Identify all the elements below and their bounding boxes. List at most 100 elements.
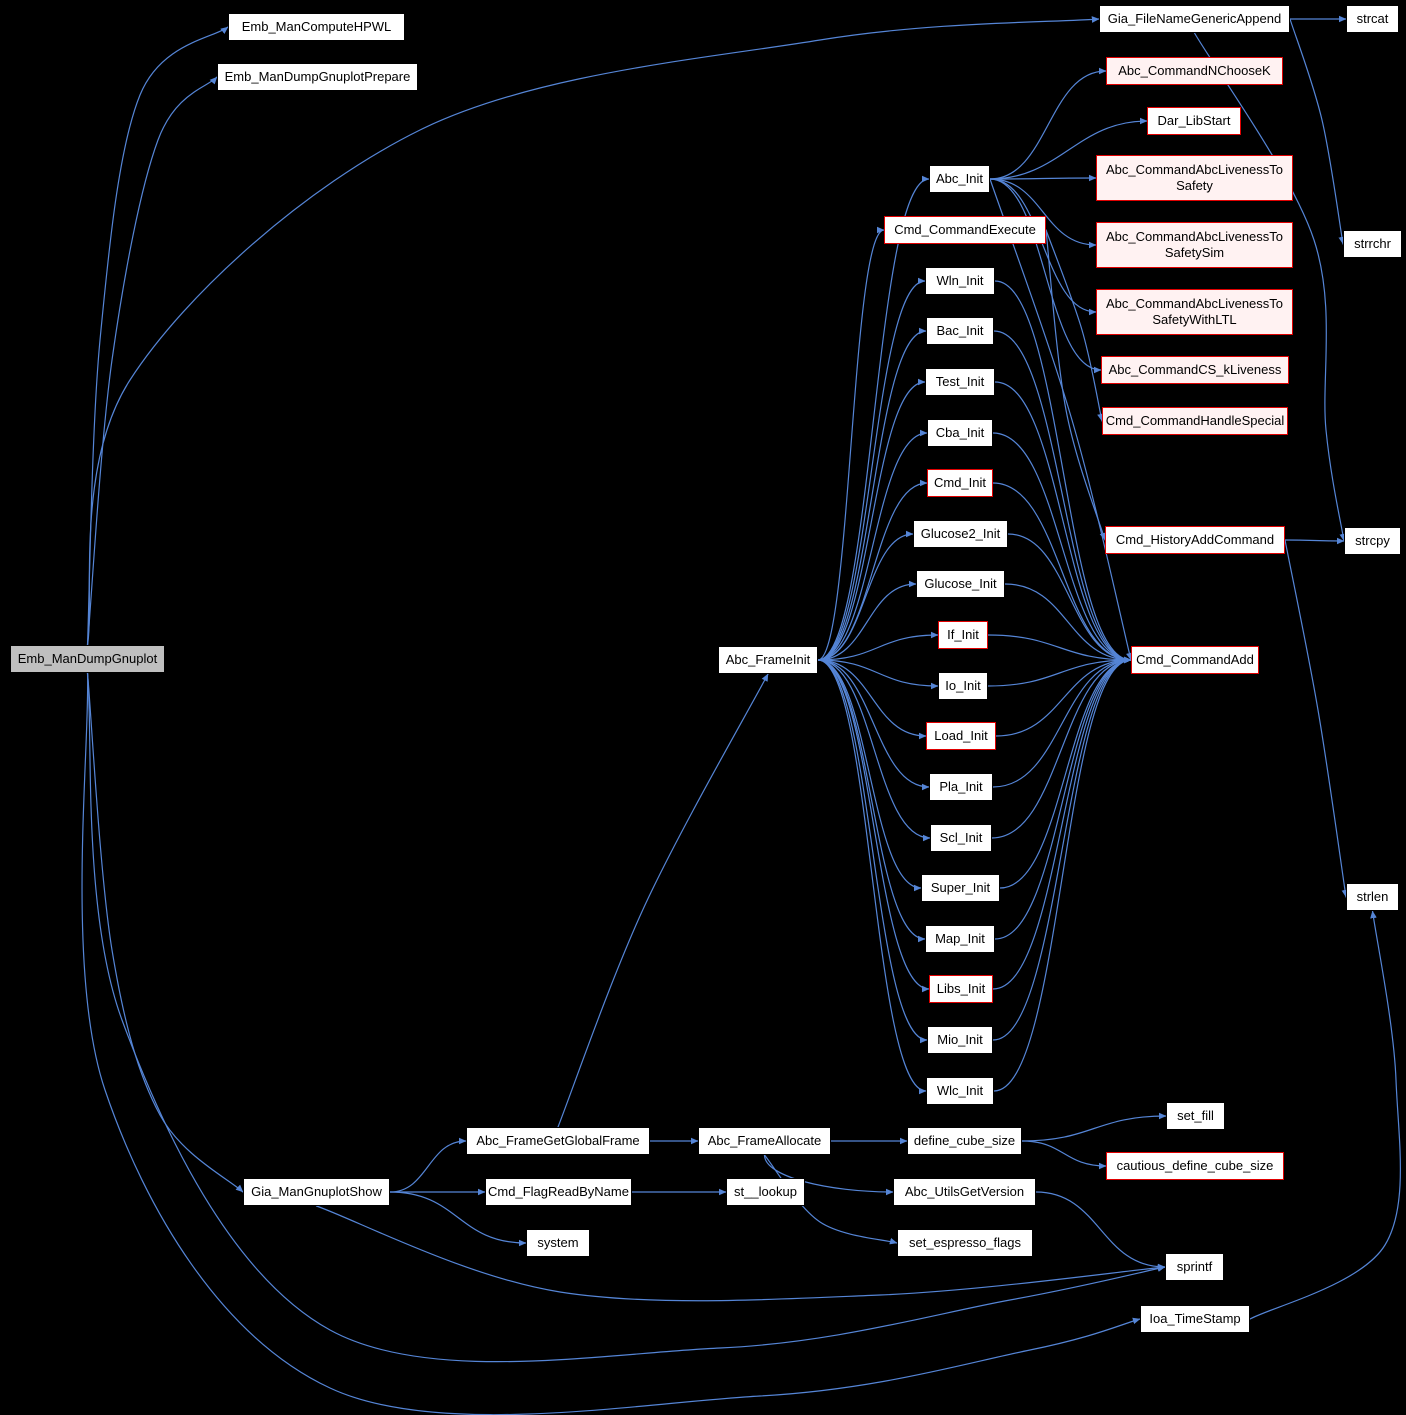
graph-node-Cmd_Init[interactable]: Cmd_Init xyxy=(927,469,993,497)
edge-Abc_FrameInit--Mio_Init xyxy=(817,659,928,1044)
edge-Abc_FrameInit--Glucose2_Init xyxy=(817,530,914,661)
graph-node-Glucose_Init[interactable]: Glucose_Init xyxy=(916,570,1005,598)
edge-Abc_FrameInit--Test_Init xyxy=(817,378,926,661)
graph-node-Abc_FrameAllocate[interactable]: Abc_FrameAllocate xyxy=(698,1127,831,1155)
edge-Cmd_HistoryAddCommand--strlen xyxy=(1284,539,1349,898)
graph-node-sprintf[interactable]: sprintf xyxy=(1165,1253,1224,1281)
graph-node-Load_Init[interactable]: Load_Init xyxy=(926,722,996,750)
edge-Super_Init--Cmd_CommandAdd xyxy=(999,656,1132,889)
edge-Abc_FrameAllocate--set_espresso_flags xyxy=(763,1154,898,1245)
graph-node-Ioa_TimeStamp[interactable]: Ioa_TimeStamp xyxy=(1140,1305,1250,1333)
edge-Cba_Init--Cmd_CommandAdd xyxy=(992,432,1132,664)
graph-node-Io_Init[interactable]: Io_Init xyxy=(938,672,988,700)
edge-Load_Init--Cmd_CommandAdd xyxy=(995,656,1132,737)
graph-node-Cmd_FlagReadByName[interactable]: Cmd_FlagReadByName xyxy=(485,1178,632,1206)
graph-node-Abc_UtilsGetVersion[interactable]: Abc_UtilsGetVersion xyxy=(893,1178,1036,1206)
graph-node-label: Abc_CommandAbcLivenessTo Safety xyxy=(1105,161,1284,193)
graph-node-Cba_Init[interactable]: Cba_Init xyxy=(927,419,993,447)
edge-Abc_FrameGetGlobalFrame--Abc_FrameInit xyxy=(557,673,769,1128)
graph-node-label: Gia_FileNameGenericAppend xyxy=(1107,10,1282,26)
edge-Abc_Init--Abc_CommandCS_kLiveness xyxy=(989,178,1102,374)
graph-node-define_cube_size[interactable]: define_cube_size xyxy=(907,1127,1022,1155)
graph-node-Scl_Init[interactable]: Scl_Init xyxy=(930,824,992,852)
graph-node-Emb_ManDumpGnuplot[interactable]: Emb_ManDumpGnuplot xyxy=(10,645,165,673)
edge-Emb_ManDumpGnuplot--Gia_ManGnuplotShow xyxy=(86,672,244,1193)
graph-node-Bac_Init[interactable]: Bac_Init xyxy=(926,317,994,345)
edge-Abc_FrameInit--Pla_Init xyxy=(817,659,930,791)
graph-node-label: Gia_ManGnuplotShow xyxy=(251,1183,382,1199)
graph-node-Dar_LibStart[interactable]: Dar_LibStart xyxy=(1147,107,1241,135)
graph-node-Wlc_Init[interactable]: Wlc_Init xyxy=(926,1077,994,1105)
graph-node-strcpy[interactable]: strcpy xyxy=(1344,527,1401,555)
graph-node-label: Emb_ManDumpGnuplotPrepare xyxy=(224,68,411,84)
graph-node-Abc_CommandAbcLivenessToSafetyWithLTL[interactable]: Abc_CommandAbcLivenessTo SafetyWithLTL xyxy=(1096,289,1293,335)
edge-Abc_FrameInit--Bac_Init xyxy=(817,327,927,661)
graph-node-Map_Init[interactable]: Map_Init xyxy=(925,925,995,953)
graph-node-Cmd_CommandExecute[interactable]: Cmd_CommandExecute xyxy=(884,216,1046,244)
graph-node-Abc_FrameInit[interactable]: Abc_FrameInit xyxy=(718,646,818,674)
graph-node-Abc_CommandAbcLivenessToSafetySim[interactable]: Abc_CommandAbcLivenessTo SafetySim xyxy=(1096,222,1293,268)
edge-Bac_Init--Cmd_CommandAdd xyxy=(993,330,1132,664)
edge-Abc_FrameInit--Map_Init xyxy=(817,659,926,943)
graph-node-Cmd_CommandHandleSpecial[interactable]: Cmd_CommandHandleSpecial xyxy=(1102,407,1288,435)
graph-node-system[interactable]: system xyxy=(526,1229,590,1257)
edge-Emb_ManDumpGnuplot--Ioa_TimeStamp xyxy=(81,672,1141,1415)
edge-Abc_FrameInit--Io_Init xyxy=(817,659,939,690)
edge-define_cube_size--set_fill xyxy=(1021,1112,1167,1142)
graph-node-set_espresso_flags[interactable]: set_espresso_flags xyxy=(897,1229,1033,1257)
edge-Gia_ManGnuplotShow--sprintf xyxy=(315,1205,1166,1302)
graph-node-Abc_CommandCS_kLiveness[interactable]: Abc_CommandCS_kLiveness xyxy=(1101,356,1289,384)
graph-node-Emb_ManDumpGnuplotPrepare[interactable]: Emb_ManDumpGnuplotPrepare xyxy=(217,63,418,91)
graph-node-strlen[interactable]: strlen xyxy=(1346,883,1399,911)
graph-node-Abc_FrameGetGlobalFrame[interactable]: Abc_FrameGetGlobalFrame xyxy=(466,1127,650,1155)
graph-node-strrchr[interactable]: strrchr xyxy=(1343,230,1402,258)
graph-node-label: Pla_Init xyxy=(939,778,983,794)
graph-node-set_fill[interactable]: set_fill xyxy=(1166,1102,1225,1130)
graph-node-st__lookup[interactable]: st__lookup xyxy=(726,1178,805,1206)
edge-Cmd_Init--Cmd_CommandAdd xyxy=(992,482,1132,664)
graph-node-label: strrchr xyxy=(1354,235,1391,251)
graph-node-Libs_Init[interactable]: Libs_Init xyxy=(929,975,993,1003)
graph-node-label: Cmd_Init xyxy=(933,474,987,490)
graph-node-label: cautious_define_cube_size xyxy=(1116,1157,1274,1173)
graph-node-label: Dar_LibStart xyxy=(1157,112,1231,128)
edge-Wlc_Init--Cmd_CommandAdd xyxy=(993,656,1132,1092)
graph-node-cautious_define_cube_size[interactable]: cautious_define_cube_size xyxy=(1106,1152,1284,1180)
graph-node-Wln_Init[interactable]: Wln_Init xyxy=(925,267,995,295)
graph-node-Glucose2_Init[interactable]: Glucose2_Init xyxy=(913,520,1008,548)
graph-node-label: Cmd_CommandAdd xyxy=(1136,651,1254,667)
graph-node-label: Abc_UtilsGetVersion xyxy=(904,1183,1025,1199)
graph-node-label: Test_Init xyxy=(935,373,985,389)
graph-node-If_Init[interactable]: If_Init xyxy=(938,621,988,649)
graph-node-label: Abc_FrameAllocate xyxy=(707,1132,822,1148)
graph-node-label: Load_Init xyxy=(934,727,988,743)
graph-node-Test_Init[interactable]: Test_Init xyxy=(925,368,995,396)
graph-node-strcat[interactable]: strcat xyxy=(1346,5,1399,33)
graph-node-label: system xyxy=(537,1234,579,1250)
graph-node-Abc_CommandAbcLivenessToSafety[interactable]: Abc_CommandAbcLivenessTo Safety xyxy=(1096,155,1293,201)
graph-node-label: Abc_CommandCS_kLiveness xyxy=(1108,361,1282,377)
graph-node-label: define_cube_size xyxy=(913,1132,1016,1148)
graph-node-Gia_FileNameGenericAppend[interactable]: Gia_FileNameGenericAppend xyxy=(1099,5,1290,33)
edge-Abc_FrameInit--Scl_Init xyxy=(817,659,931,842)
graph-node-Super_Init[interactable]: Super_Init xyxy=(921,874,1000,902)
graph-node-Cmd_HistoryAddCommand[interactable]: Cmd_HistoryAddCommand xyxy=(1105,526,1285,554)
edge-Ioa_TimeStamp--strlen xyxy=(1249,910,1401,1320)
edge-Cmd_HistoryAddCommand--strcpy xyxy=(1284,537,1345,545)
graph-node-label: Cmd_FlagReadByName xyxy=(488,1183,629,1199)
edge-Glucose2_Init--Cmd_CommandAdd xyxy=(1007,533,1132,664)
edge-Emb_ManDumpGnuplot--sprintf xyxy=(86,672,1166,1363)
graph-node-Mio_Init[interactable]: Mio_Init xyxy=(927,1026,993,1054)
edge-Abc_FrameInit--Wln_Init xyxy=(817,277,926,661)
graph-node-Emb_ManComputeHPWL[interactable]: Emb_ManComputeHPWL xyxy=(228,13,405,41)
graph-node-Abc_Init[interactable]: Abc_Init xyxy=(929,165,990,193)
graph-node-Pla_Init[interactable]: Pla_Init xyxy=(929,773,993,801)
graph-node-Abc_CommandNChooseK[interactable]: Abc_CommandNChooseK xyxy=(1106,57,1283,85)
edge-define_cube_size--cautious_define_cube_size xyxy=(1021,1140,1107,1170)
edge-Wln_Init--Cmd_CommandAdd xyxy=(994,280,1132,664)
graph-node-Cmd_CommandAdd[interactable]: Cmd_CommandAdd xyxy=(1131,646,1259,674)
graph-node-label: set_espresso_flags xyxy=(908,1234,1021,1250)
edge-Abc_FrameInit--Super_Init xyxy=(817,659,922,892)
graph-node-Gia_ManGnuplotShow[interactable]: Gia_ManGnuplotShow xyxy=(243,1178,390,1206)
